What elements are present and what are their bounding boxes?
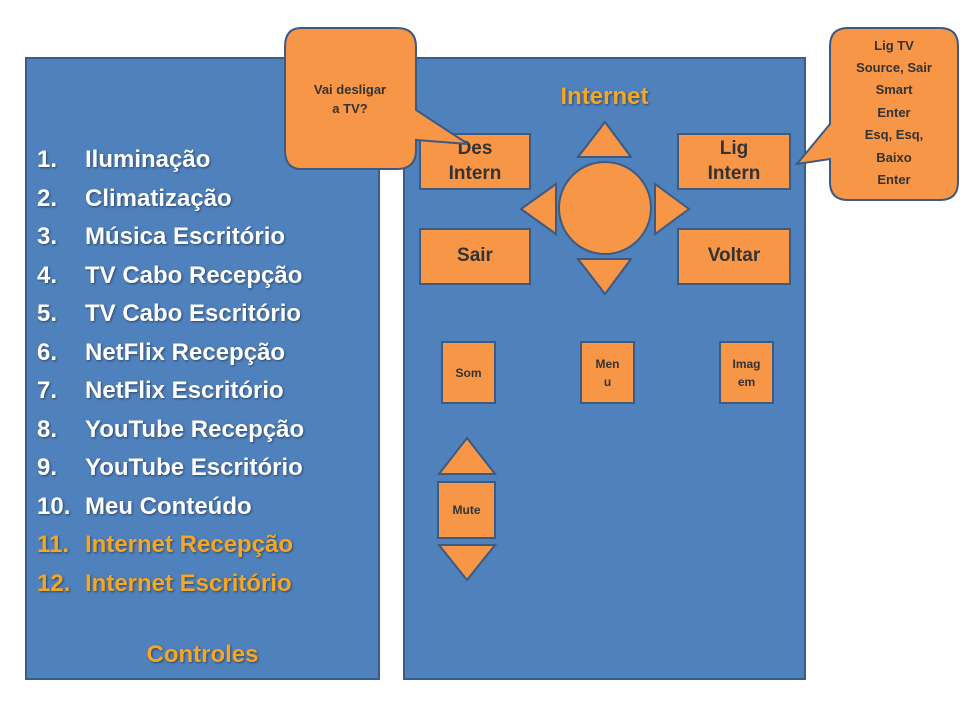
- menu-item-number: 1.: [37, 146, 58, 173]
- menu-item[interactable]: 4. TV Cabo Recepção: [37, 257, 304, 296]
- menu-item-label: Internet Escritório: [85, 569, 292, 597]
- callout-right-line: Baixo: [876, 149, 912, 165]
- menu-item-label: Climatização: [85, 184, 232, 212]
- menu-item-number: 8.: [37, 415, 58, 443]
- menu-item-number: 10.: [37, 492, 71, 520]
- callout-right-shape: [794, 27, 959, 201]
- callout-left-line1: Vai desligar: [313, 82, 387, 98]
- menu-item[interactable]: 6. NetFlix Recepção: [37, 334, 304, 373]
- arrow-right-icon[interactable]: [654, 182, 691, 236]
- des-intern-line2: Intern: [448, 162, 502, 184]
- menu-item[interactable]: 5. TV Cabo Escritório: [37, 295, 304, 334]
- dpad: [519, 120, 691, 296]
- menu-item-number: 5.: [37, 300, 58, 327]
- imagem-line2: em: [737, 374, 756, 389]
- menu-item[interactable]: 12. Internet Escritório: [37, 565, 304, 604]
- ok-button[interactable]: [558, 161, 652, 255]
- remote-title: Internet: [560, 83, 649, 110]
- volume-down-icon[interactable]: [436, 544, 498, 582]
- sair-button[interactable]: Sair: [419, 228, 531, 285]
- controls-label: Controles: [146, 641, 259, 668]
- menu-item-label: NetFlix Escritório: [85, 377, 284, 404]
- menu-item[interactable]: 3. Música Escritório: [37, 218, 304, 257]
- menu-item-label: NetFlix Recepção: [85, 338, 286, 366]
- menu-item[interactable]: 1. Iluminação: [37, 141, 304, 180]
- menu-item-number: 11.: [37, 531, 70, 558]
- menu-button[interactable]: Men u: [580, 341, 635, 404]
- callout-left-shape: [284, 27, 469, 170]
- menu-item[interactable]: 8. YouTube Recepção: [37, 411, 304, 450]
- voltar-label: Voltar: [707, 245, 761, 267]
- imagem-button[interactable]: Imag em: [719, 341, 774, 404]
- callout-right-line: Source, Sair: [856, 60, 932, 76]
- menu-item-label: TV Cabo Recepção: [85, 261, 303, 289]
- callout-left-text: Vai desligar a TV?: [286, 70, 414, 130]
- menu-item-number: 12.: [37, 569, 71, 597]
- menu-item-number: 2.: [37, 184, 58, 212]
- menu-item[interactable]: 7. NetFlix Escritório: [37, 372, 304, 411]
- callout-right-line: Enter: [877, 171, 911, 187]
- som-label: Som: [455, 365, 482, 380]
- menu-item-label: Música Escritório: [85, 223, 286, 250]
- menu-item[interactable]: 11. Internet Recepção: [37, 526, 304, 565]
- lig-intern-line2: Intern: [707, 162, 761, 184]
- menu-item[interactable]: 9. YouTube Escritório: [37, 449, 304, 488]
- mute-label: Mute: [452, 503, 481, 517]
- callout-right-line: Esq, Esq,: [864, 127, 924, 143]
- arrow-left-icon[interactable]: [519, 182, 557, 236]
- menu-item-number: 4.: [37, 261, 58, 289]
- menu-line2: u: [603, 374, 612, 389]
- menu-item[interactable]: 2. Climatização: [37, 180, 304, 219]
- menu-item-label: Internet Recepção: [85, 531, 294, 558]
- sair-label: Sair: [457, 245, 493, 267]
- menu-item-number: 3.: [37, 223, 58, 250]
- imagem-line1: Imag: [732, 356, 761, 371]
- menu-item[interactable]: 10. Meu Conteúdo: [37, 488, 304, 527]
- lig-intern-line1: Lig: [719, 137, 749, 159]
- menu-line1: Men: [595, 356, 620, 371]
- menu-item-number: 9.: [37, 454, 58, 481]
- arrow-up-icon[interactable]: [575, 120, 633, 158]
- menu-item-number: 7.: [37, 377, 58, 404]
- callout-right-line: Smart: [875, 82, 913, 98]
- som-button[interactable]: Som: [441, 341, 496, 404]
- menu-item-number: 6.: [37, 338, 58, 366]
- menu-item-label: TV Cabo Escritório: [85, 300, 302, 327]
- lig-intern-button[interactable]: Lig Intern: [677, 133, 791, 190]
- menu-item-label: YouTube Recepção: [85, 415, 305, 443]
- mute-button[interactable]: Mute: [437, 481, 496, 539]
- menu-item-label: YouTube Escritório: [85, 454, 303, 481]
- volume-arrows: [436, 436, 498, 582]
- voltar-button[interactable]: Voltar: [677, 228, 791, 285]
- volume-up-icon[interactable]: [436, 436, 498, 475]
- menu-list: 1. Iluminação 2. Climatização 3. Música Escri…: [37, 141, 304, 603]
- callout-left-line2: a TV?: [332, 101, 368, 116]
- menu-item-label: Iluminação: [85, 146, 211, 173]
- callout-right-line: Enter: [877, 104, 911, 120]
- callout-right-line: Lig TV: [874, 37, 914, 53]
- arrow-down-icon[interactable]: [575, 258, 633, 296]
- menu-item-label: Meu Conteúdo: [85, 492, 252, 520]
